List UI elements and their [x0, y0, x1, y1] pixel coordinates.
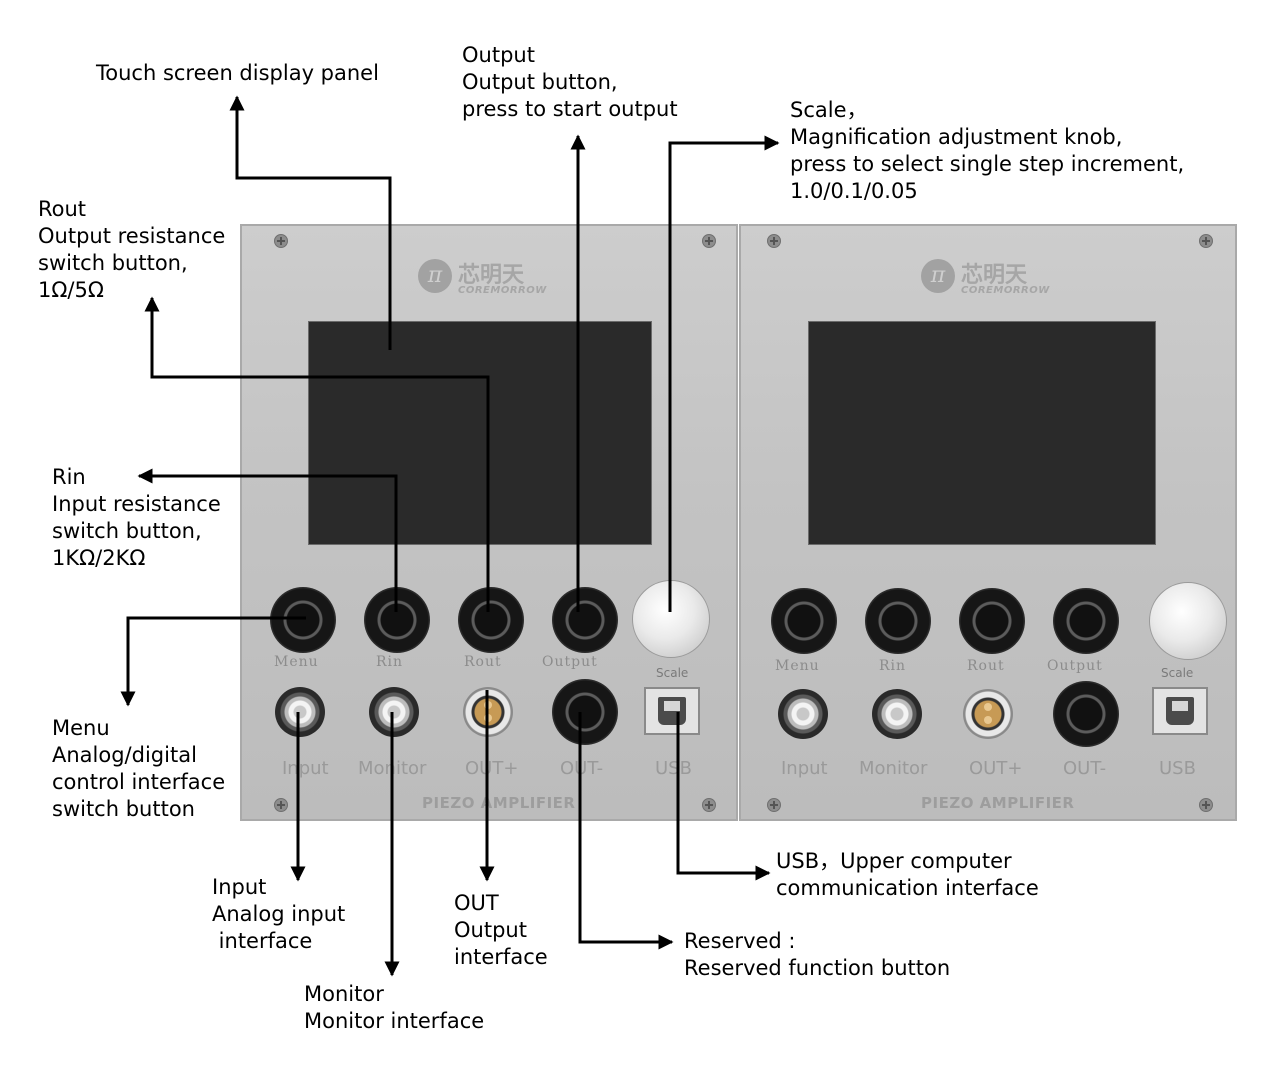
button-label-output: Output	[1047, 658, 1103, 674]
connector-label-input: Input	[781, 758, 828, 779]
screw-icon	[274, 234, 288, 248]
out-plus-connector[interactable]	[463, 687, 513, 737]
scale-knob[interactable]	[1149, 582, 1227, 660]
knob-label-scale: Scale	[656, 666, 689, 680]
brand-name-en: COREMORROW	[961, 285, 1050, 296]
logo-icon: π	[418, 259, 452, 293]
input-bnc-connector[interactable]	[275, 687, 325, 737]
screw-icon	[702, 798, 716, 812]
scale-knob[interactable]	[632, 580, 710, 658]
screw-icon	[767, 798, 781, 812]
brand-name-cn: 芯明天	[458, 263, 525, 288]
usb-port[interactable]	[1152, 687, 1208, 735]
label-rin: Rin Input resistance switch button, 1KΩ/…	[52, 465, 221, 570]
rout-button[interactable]	[959, 588, 1025, 654]
menu-button[interactable]	[270, 587, 336, 653]
knob-label-scale: Scale	[1161, 666, 1194, 680]
out-plus-connector[interactable]	[963, 689, 1013, 739]
brand-logo: π 芯明天 COREMORROW	[418, 256, 568, 302]
usb-port[interactable]	[644, 687, 700, 735]
connector-label-monitor: Monitor	[859, 758, 928, 779]
screw-icon	[1199, 798, 1213, 812]
output-button[interactable]	[1053, 588, 1119, 654]
label-menu: Menu Analog/digital control interface sw…	[52, 716, 226, 821]
screw-icon	[274, 798, 288, 812]
brand-name-cn: 芯明天	[961, 263, 1028, 288]
connector-label-out-plus: OUT+	[465, 758, 519, 779]
button-label-rout: Rout	[464, 654, 502, 670]
connector-label-usb: USB	[1159, 758, 1196, 779]
connector-label-out-minus: OUT-	[1063, 758, 1107, 779]
menu-button[interactable]	[771, 588, 837, 654]
rout-button[interactable]	[458, 587, 524, 653]
button-label-rout: Rout	[967, 658, 1005, 674]
label-scale: Scale， Magnification adjustment knob, pr…	[790, 98, 1185, 203]
connector-label-out-minus: OUT-	[560, 758, 604, 779]
rin-button[interactable]	[364, 587, 430, 653]
screw-icon	[1199, 234, 1213, 248]
brand-logo: π 芯明天 COREMORROW	[921, 256, 1071, 302]
output-button[interactable]	[552, 587, 618, 653]
label-reserved: Reserved : Reserved function button	[684, 929, 951, 980]
screw-icon	[702, 234, 716, 248]
amplifier-panel-right: π 芯明天 COREMORROW Menu Rin Rout Output Sc…	[739, 224, 1237, 821]
button-label-menu: Menu	[274, 654, 319, 670]
brand-name-en: COREMORROW	[458, 285, 547, 296]
label-out: OUT Output interface	[454, 891, 548, 969]
panel-footer-label: PIEZO AMPLIFIER	[921, 794, 1075, 812]
button-label-rin: Rin	[879, 658, 907, 674]
connector-label-input: Input	[282, 758, 329, 779]
label-touch-screen: Touch screen display panel	[96, 61, 379, 85]
monitor-bnc-connector[interactable]	[872, 689, 922, 739]
input-bnc-connector[interactable]	[778, 689, 828, 739]
label-monitor: Monitor Monitor interface	[304, 982, 485, 1033]
touch-screen-display[interactable]	[308, 321, 652, 545]
button-label-rin: Rin	[376, 654, 404, 670]
logo-icon: π	[921, 259, 955, 293]
label-output: Output Output button, press to start out…	[462, 43, 678, 121]
button-label-menu: Menu	[775, 658, 820, 674]
monitor-bnc-connector[interactable]	[369, 687, 419, 737]
touch-screen-display[interactable]	[808, 321, 1156, 545]
connector-label-out-plus: OUT+	[969, 758, 1023, 779]
reserved-button[interactable]	[552, 679, 618, 745]
connector-label-monitor: Monitor	[358, 758, 427, 779]
label-usb: USB，Upper computer communication interfa…	[776, 849, 1039, 900]
screw-icon	[767, 234, 781, 248]
connector-label-usb: USB	[655, 758, 692, 779]
button-label-output: Output	[542, 654, 598, 670]
label-input: Input Analog input interface	[212, 875, 346, 953]
rin-button[interactable]	[865, 588, 931, 654]
amplifier-panel-left: π 芯明天 COREMORROW Menu Rin Rout Output Sc…	[240, 224, 738, 821]
panel-footer-label: PIEZO AMPLIFIER	[422, 794, 576, 812]
reserved-button[interactable]	[1053, 681, 1119, 747]
label-rout: Rout Output resistance switch button, 1Ω…	[38, 197, 226, 302]
